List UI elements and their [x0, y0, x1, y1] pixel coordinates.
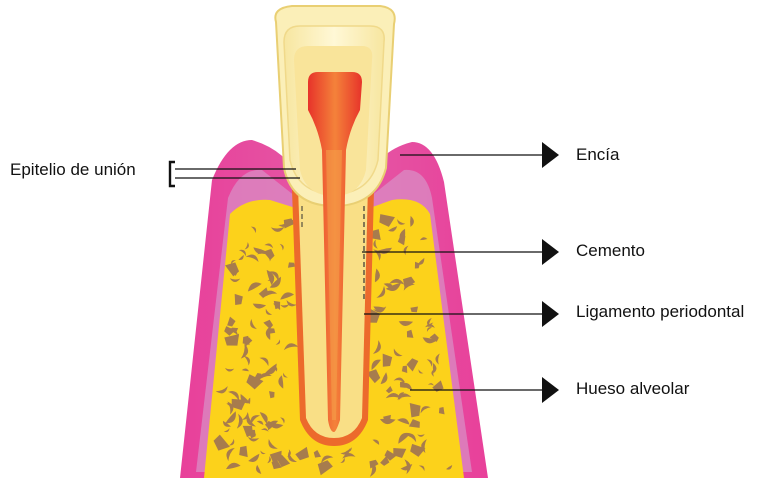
label-junctional-epithelium: Epitelio de unión — [10, 160, 136, 180]
junctional-bracket — [170, 162, 175, 186]
label-gingiva: Encía — [576, 145, 619, 165]
label-alveolar-bone: Hueso alveolar — [576, 379, 689, 399]
cementum-arrowhead — [542, 239, 559, 265]
gingiva-arrowhead — [542, 142, 559, 168]
label-cementum: Cemento — [576, 241, 645, 261]
bone-arrowhead — [542, 377, 559, 403]
label-periodontal-ligament: Ligamento periodontal — [576, 302, 744, 322]
ligament-arrowhead — [542, 301, 559, 327]
